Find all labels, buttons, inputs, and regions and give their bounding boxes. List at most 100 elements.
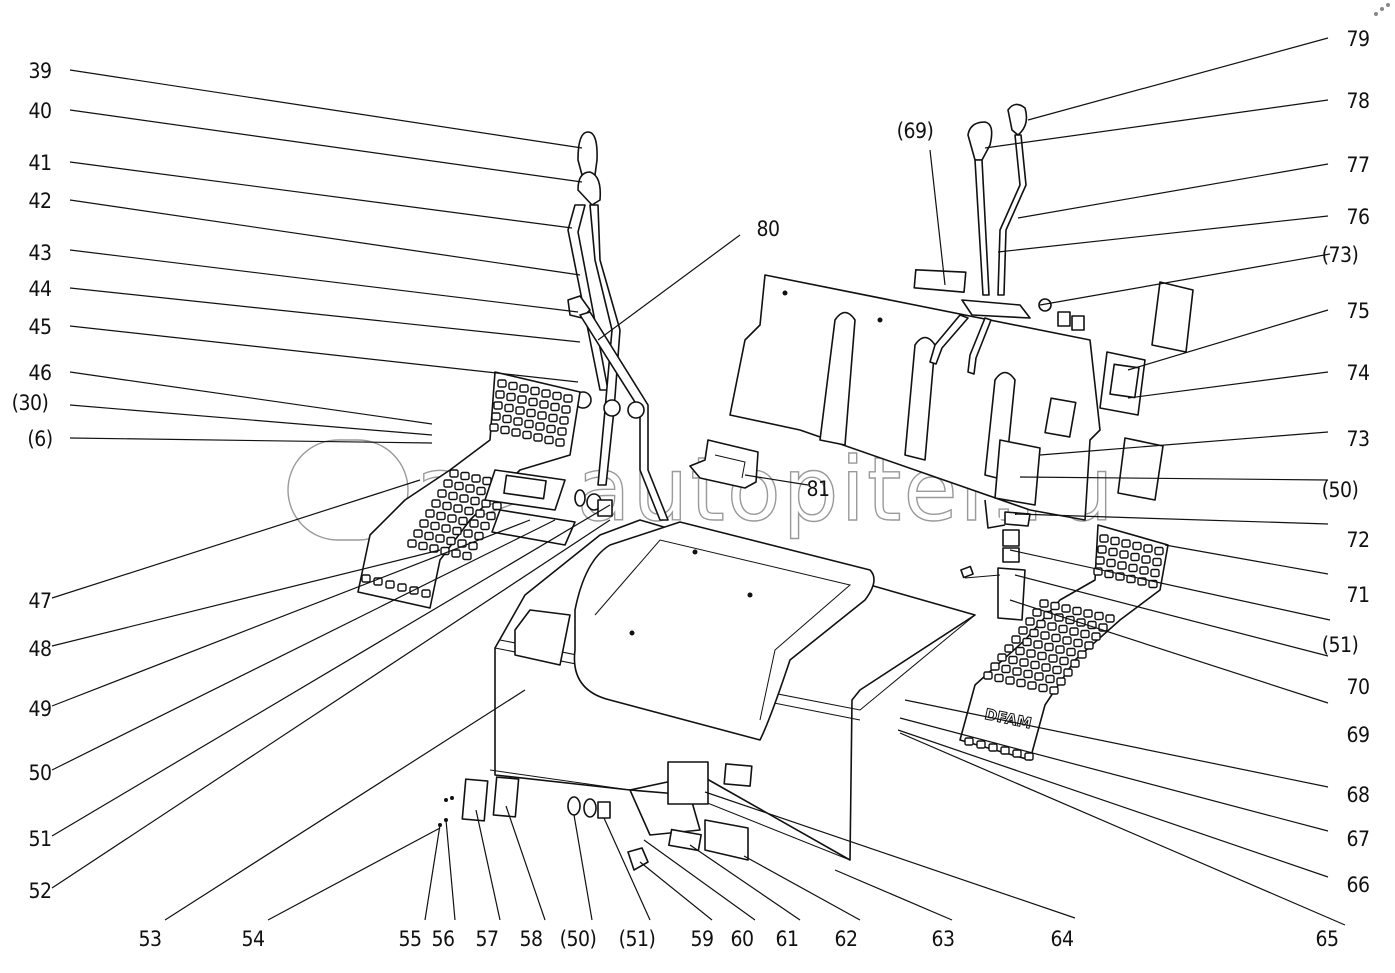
callout-label: (51) <box>619 927 656 951</box>
grid-cell <box>1039 599 1049 608</box>
leader-line <box>1014 574 1329 657</box>
right-cover-plates <box>1099 281 1194 501</box>
grid-cell <box>1049 686 1059 695</box>
leader-line <box>51 519 531 707</box>
callout-label: 49 <box>28 697 51 721</box>
grid-cell <box>522 430 532 440</box>
grid-cell <box>1016 678 1026 688</box>
grid-cell <box>1030 660 1040 670</box>
grid-cell <box>1066 647 1076 657</box>
grid-cell <box>442 501 452 511</box>
grid-cell <box>418 541 428 551</box>
leader-line <box>984 99 1329 149</box>
grid-cell <box>563 394 573 403</box>
grid-cell <box>436 511 446 521</box>
callout-label: 78 <box>1346 89 1369 113</box>
leader-line <box>639 861 713 921</box>
grid-cell <box>1121 539 1131 548</box>
grid-cell <box>1024 752 1034 761</box>
grid-cell <box>1069 627 1079 636</box>
grid-cell <box>508 381 518 391</box>
leader-line <box>643 839 756 921</box>
grid-cell <box>1004 644 1014 653</box>
bracket-81 <box>689 439 759 489</box>
leader-line <box>1014 513 1329 525</box>
grid-cell <box>511 428 521 437</box>
grid-cell <box>517 395 527 404</box>
grid-cell <box>1012 667 1022 676</box>
right-footplate: DFAM <box>959 524 1169 761</box>
grid-cell <box>1062 636 1072 645</box>
callout-label: (6) <box>27 427 52 451</box>
callout-label: 81 <box>806 477 829 501</box>
grid-cell <box>453 504 463 513</box>
leader-line <box>1019 476 1329 481</box>
grid-cell <box>1056 677 1066 686</box>
leader-line <box>1164 544 1329 575</box>
grid-cell <box>1055 645 1065 654</box>
callout-label: 77 <box>1346 153 1369 177</box>
grid-cell <box>1045 674 1055 684</box>
grid-cell <box>544 435 554 445</box>
grid-cell <box>1001 664 1011 674</box>
grid-cell <box>385 580 395 589</box>
callout-label: 65 <box>1315 927 1338 951</box>
callout-label: 73 <box>1346 427 1369 451</box>
grid-cell <box>994 673 1004 683</box>
callout-label: 71 <box>1346 583 1369 607</box>
grid-cell <box>1132 541 1142 551</box>
leader-line <box>69 371 433 425</box>
grid-cell <box>1008 655 1018 665</box>
watermark-logo-icon <box>287 439 409 541</box>
grid-cell <box>519 384 529 393</box>
grid-cell <box>1012 749 1022 758</box>
callout-label: 61 <box>775 927 798 951</box>
grid-cell <box>459 494 469 503</box>
grid-cell <box>1047 622 1057 631</box>
grid-cell <box>397 583 407 592</box>
grid-cell <box>1083 609 1093 618</box>
grid-cell <box>424 531 434 541</box>
grid-cell <box>497 379 507 388</box>
leader-line <box>1009 549 1331 621</box>
leader-line <box>69 325 579 383</box>
grid-cell <box>1037 651 1047 661</box>
grid-cell <box>462 551 472 561</box>
grid-cell <box>492 501 502 511</box>
grid-cell <box>550 402 560 412</box>
grid-cell <box>964 737 974 746</box>
callout-label: 63 <box>931 927 954 951</box>
leader-line <box>1127 309 1329 371</box>
callout-label: 74 <box>1346 361 1369 385</box>
leader-line <box>904 699 1329 788</box>
callout-label: 46 <box>28 361 51 385</box>
grid-cell <box>561 405 571 414</box>
grid-cell <box>469 519 479 528</box>
leader-line <box>897 729 1329 878</box>
grid-cell <box>1027 681 1037 690</box>
bottom-hardware <box>438 761 749 871</box>
grid-cell <box>1011 635 1021 644</box>
grid-cell <box>1050 601 1060 611</box>
callout-label: 57 <box>475 927 498 951</box>
grid-cell <box>1154 546 1164 556</box>
grid-cell <box>470 496 480 506</box>
callout-label: 55 <box>398 927 421 951</box>
right-shaft <box>960 499 1031 621</box>
leader-line <box>1039 253 1331 306</box>
grid-cell <box>425 509 435 518</box>
grid-cell <box>1117 561 1127 570</box>
leader-line <box>51 479 421 599</box>
leader-line <box>743 855 861 921</box>
callout-label: 66 <box>1346 873 1369 897</box>
grid-cell <box>1097 545 1107 554</box>
leader-line <box>69 69 583 149</box>
grid-cell <box>447 514 457 523</box>
grid-cell <box>1070 659 1080 668</box>
callout-label: 68 <box>1346 783 1369 807</box>
grid-cell <box>502 414 512 424</box>
callout-label: 70 <box>1346 675 1369 699</box>
grid-cell <box>1150 568 1160 578</box>
grid-cell <box>1018 626 1028 635</box>
grid-cell <box>1084 641 1094 650</box>
